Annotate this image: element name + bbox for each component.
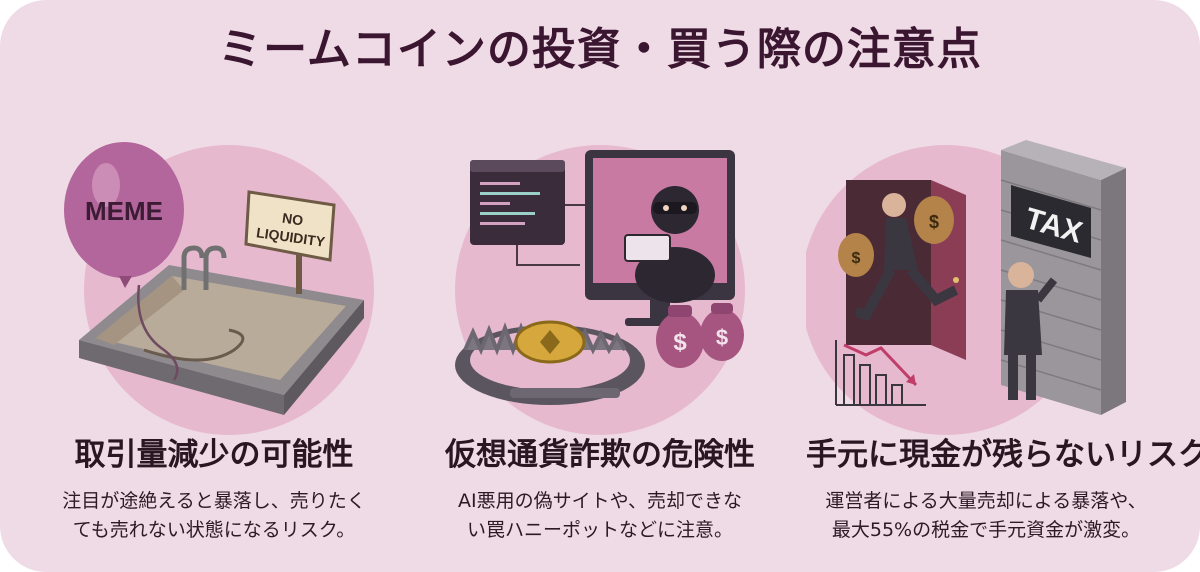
description-line: 最大55%の税金で手元資金が激変。: [831, 519, 1141, 542]
balloon-icon: MEME: [64, 142, 184, 381]
panel-description: 運営者による大量売却による暴落や、 最大55%の税金で手元資金が激変。: [806, 487, 1166, 546]
panel-cash: TAX $ $: [806, 140, 1200, 560]
declining-chart-icon: [835, 340, 926, 406]
thief-icon: [624, 186, 715, 303]
balloon-label: MEME: [85, 196, 163, 226]
standing-man-icon: [1004, 262, 1058, 400]
description-line: ても売れない状態になるリスク。: [72, 519, 356, 542]
panel-description: 注目が途絶えると暴落し、売りたく ても売れない状態になるリスク。: [34, 487, 394, 546]
money-symbol: $: [929, 212, 939, 232]
page-title: ミームコインの投資・買う際の注意点: [218, 24, 982, 75]
panel-liquidity: MEME NO LIQUIDITY 取引量減少の可能性 注目が途絶えると暴落し、…: [34, 140, 394, 560]
cash-risk-illustration: TAX $ $: [806, 140, 1126, 435]
scam-illustration: $ $: [455, 145, 745, 435]
sign-line-1: NO: [281, 210, 304, 229]
panel-heading: 手元に現金が残らないリスク: [806, 437, 1200, 473]
panel-scam: $ $ 仮想通貨詐欺の危険性 AI悪用の偽サイトや、売却できな い罠ハニーポット…: [420, 140, 780, 560]
money-symbol: $: [852, 250, 861, 267]
empty-pool-icon: [79, 245, 364, 415]
description-line: 運営者による大量売却による暴落や、: [825, 490, 1147, 512]
coin-icon: [514, 320, 586, 364]
sign-icon: NO LIQUIDITY: [244, 190, 336, 294]
panel-heading: 取引量減少の可能性: [74, 437, 354, 473]
money-symbol: $: [673, 329, 687, 356]
description-line: 注目が途絶えると暴落し、売りたく: [62, 490, 366, 512]
liquidity-illustration: MEME NO LIQUIDITY: [64, 142, 374, 435]
description-line: い罠ハニーポットなどに注意。: [466, 519, 733, 542]
money-symbol: $: [716, 325, 728, 350]
panel-description: AI悪用の偽サイトや、売却できな い罠ハニーポットなどに注意。: [420, 487, 780, 546]
running-man-icon: $ $: [838, 193, 959, 321]
money-bag-icon: $ $: [656, 303, 744, 368]
description-line: AI悪用の偽サイトや、売却できな: [457, 490, 743, 512]
code-window-icon: [470, 160, 585, 266]
panel-heading: 仮想通貨詐欺の危険性: [445, 437, 755, 473]
